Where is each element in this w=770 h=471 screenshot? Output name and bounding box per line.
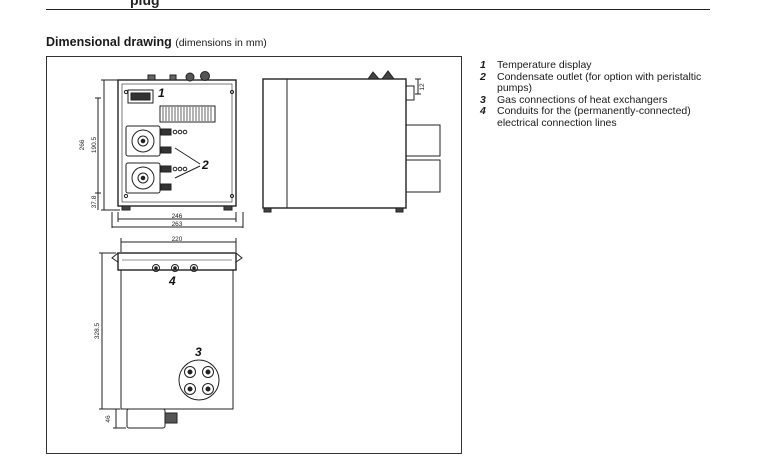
heading-subtitle: (dimensions in mm) — [175, 37, 267, 49]
front-housing — [117, 79, 237, 207]
header-rule — [46, 9, 710, 10]
legend-item: 2 Condensate outlet (for option with per… — [480, 70, 720, 95]
legend-text: Temperature display — [497, 59, 592, 71]
heading-title: Dimensional drawing — [46, 35, 172, 49]
legend-number: 2 — [480, 70, 486, 83]
previous-section-fragment: plug — [130, 0, 160, 8]
dim-12: 12 — [419, 83, 426, 91]
callout-4: 4 — [168, 274, 176, 288]
legend-number: 3 — [480, 93, 486, 106]
dim-37-8: 37.8 — [91, 195, 98, 208]
dim-328-5: 328.5 — [94, 322, 101, 339]
legend-list: 1 Temperature display 2 Condensate outle… — [480, 59, 720, 129]
dim-190-5: 190.5 — [91, 136, 98, 153]
front-view — [95, 71, 244, 228]
gas-connection-block — [178, 359, 220, 401]
legend-text: Conduits for the (permanently-connected)… — [497, 105, 691, 129]
callout-1: 1 — [158, 86, 165, 100]
dim-266: 266 — [79, 139, 86, 150]
legend-item: 1 Temperature display — [480, 59, 720, 72]
legend-number: 4 — [480, 105, 486, 117]
drawing-frame — [46, 56, 462, 454]
top-body — [120, 269, 234, 410]
dim-263: 263 — [172, 221, 183, 228]
temperature-display — [127, 89, 154, 104]
dim-246: 246 — [172, 213, 183, 220]
callout-3: 3 — [195, 345, 202, 359]
top-view — [99, 238, 243, 429]
callout-2: 2 — [201, 158, 209, 172]
legend-item: 3 Gas connections of heat exchangers — [480, 93, 720, 107]
side-housing — [262, 78, 407, 209]
bottom-module — [126, 408, 166, 429]
section-heading: Dimensional drawing (dimensions in mm) — [46, 35, 267, 49]
pump-lower — [125, 162, 161, 194]
legend-text: Condensate outlet (for option with peris… — [497, 70, 702, 94]
dim-46: 46 — [105, 415, 112, 423]
top-flange — [117, 252, 237, 271]
legend-number: 1 — [480, 59, 486, 71]
dim-220: 220 — [172, 236, 183, 243]
legend-item: 4 Conduits for the (permanently-connecte… — [480, 105, 720, 129]
side-view — [262, 70, 441, 213]
pump-upper — [125, 125, 161, 157]
legend-text: Gas connections of heat exchangers — [497, 93, 668, 106]
